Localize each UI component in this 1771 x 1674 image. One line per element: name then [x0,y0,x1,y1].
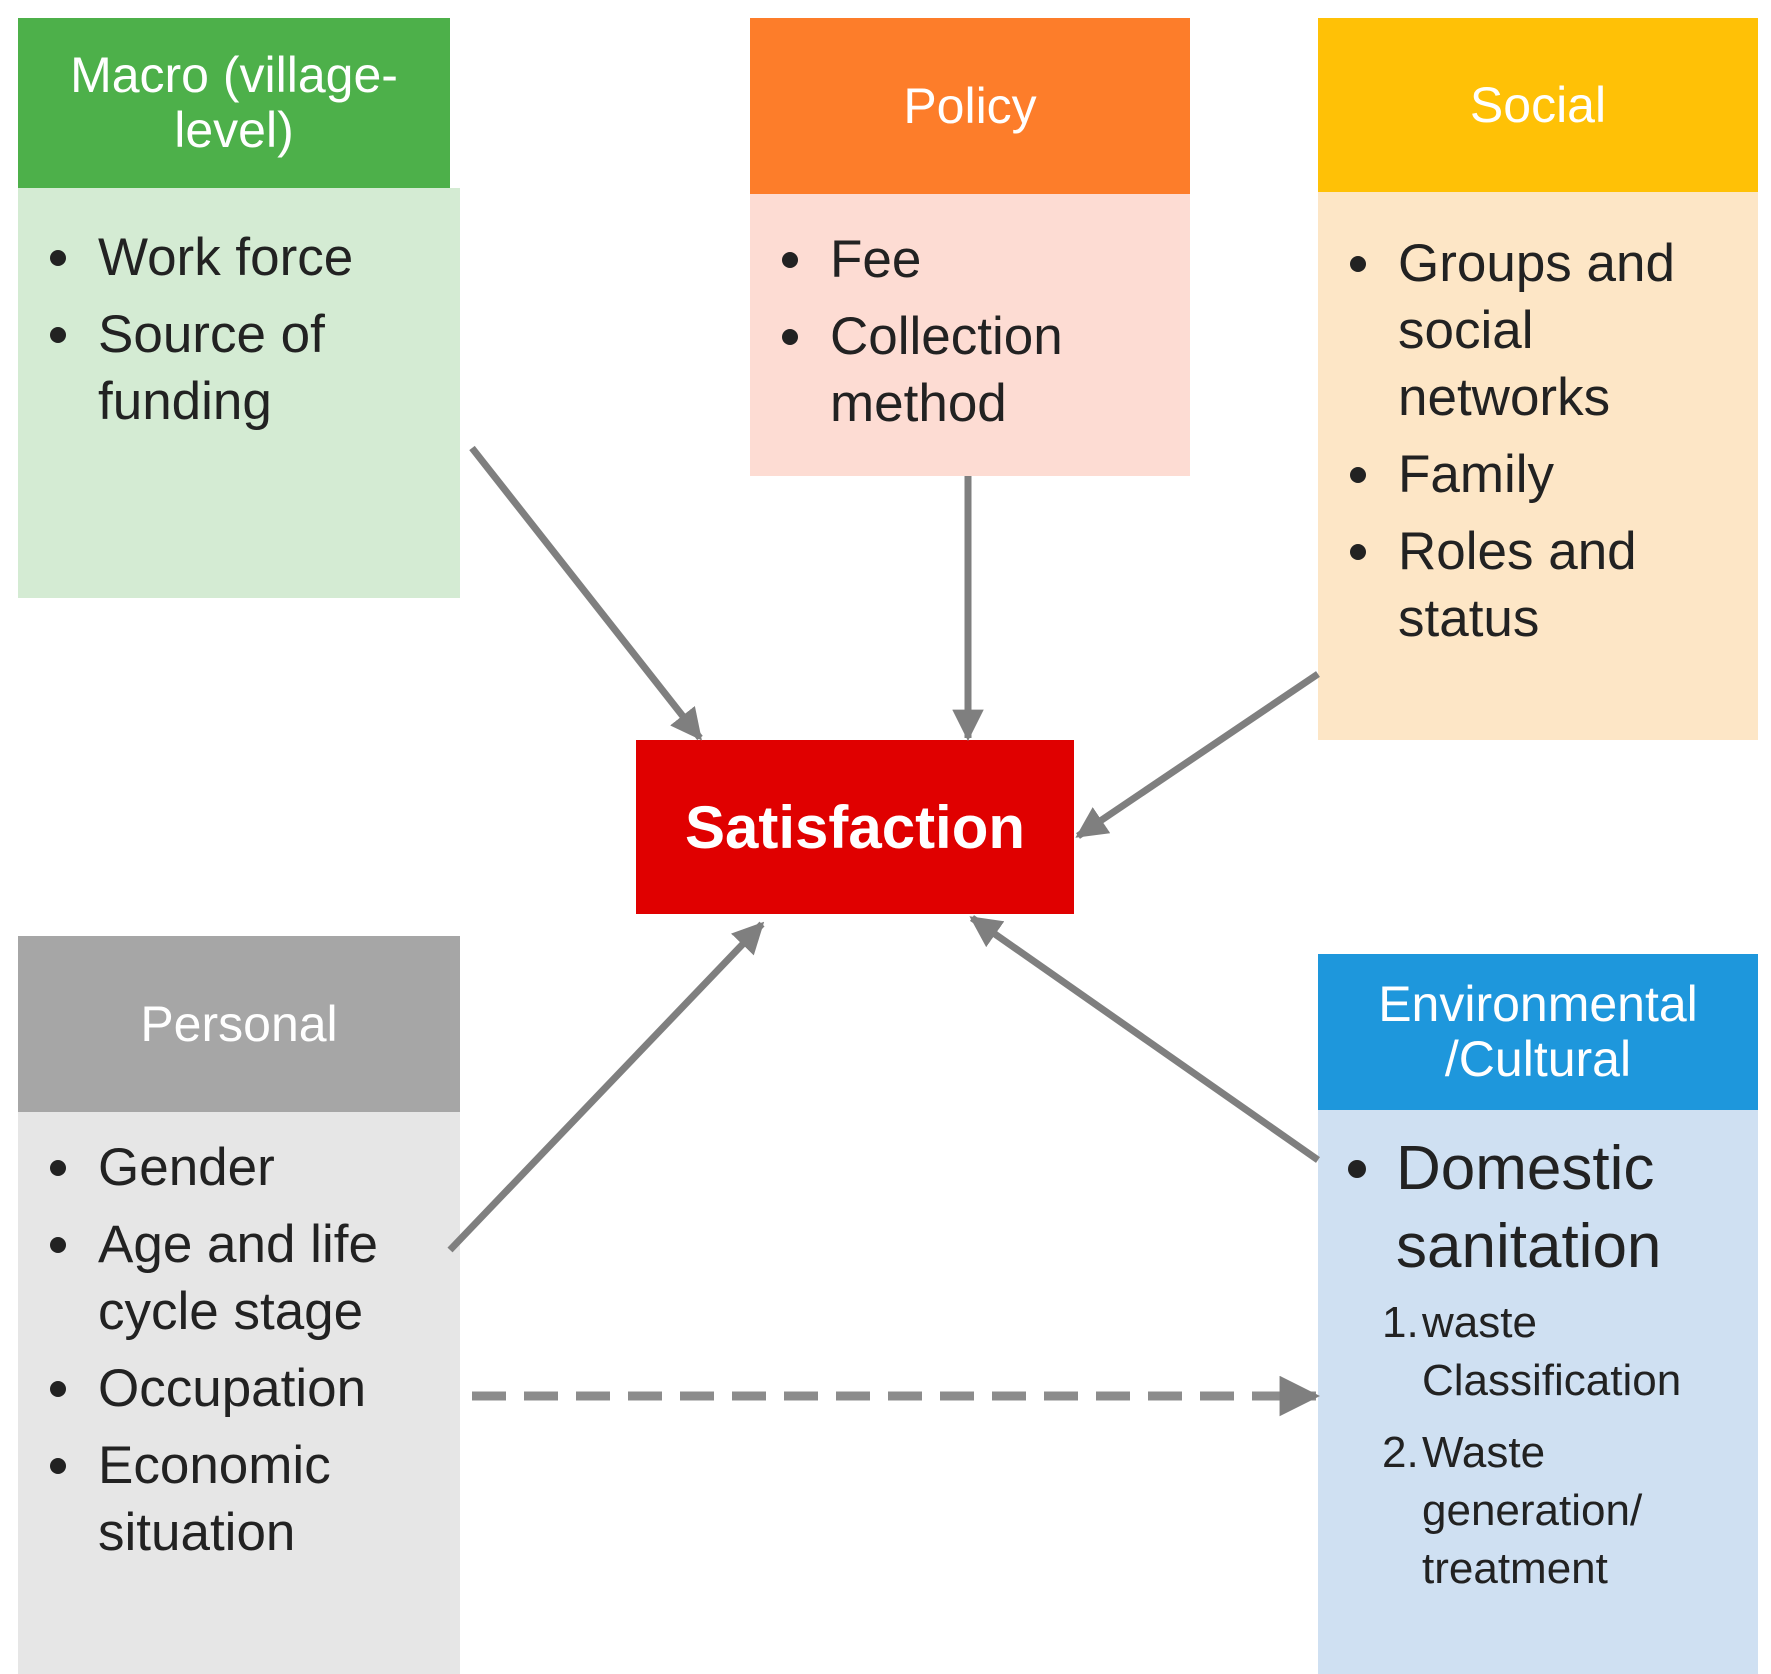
social-factor-box: Social Groups and social networks Family… [1318,18,1758,740]
list-item: Family [1318,441,1758,508]
macro-factor-box: Macro (village-level) Work force Source … [18,18,460,598]
list-item: Age and life cycle stage [18,1211,460,1345]
satisfaction-box: Satisfaction [636,740,1074,914]
macro-header: Macro (village-level) [18,18,450,188]
personal-to-satisfaction-arrow [447,921,765,1253]
list-item: Source of funding [18,301,460,435]
policy-header: Policy [750,18,1190,194]
list-item: Roles and status [1318,518,1758,652]
list-item: Groups and social networks [1318,230,1758,431]
list-item: 1.waste Classification [1382,1298,1682,1405]
list-item: 2.Waste generation/ treatment [1382,1428,1643,1593]
personal-factor-box: Personal Gender Age and life cycle stage… [18,936,460,1674]
list-item: Work force [18,224,460,291]
environmental-factor-box: Environmental /Cultural Domestic sanitat… [1318,954,1758,1674]
social-header: Social [1318,18,1758,192]
bullet-icon [1348,1160,1366,1178]
list-item: Domestic sanitation [1318,1130,1758,1286]
environmental-header: Environmental /Cultural [1318,954,1758,1110]
social-body: Groups and social networks Family Roles … [1318,192,1758,740]
personal-header: Personal [18,936,460,1112]
macro-title: Macro (village-level) [70,47,398,158]
personal-body: Gender Age and life cycle stage Occupati… [18,1112,460,1674]
list-item: Fee [750,226,1190,293]
personal-list: Gender Age and life cycle stage Occupati… [18,1134,460,1566]
environmental-body: Domestic sanitation 1.waste Classificati… [1318,1110,1758,1674]
macro-to-satisfaction-arrow [469,445,703,741]
list-item: Collection method [750,303,1190,437]
social-list: Groups and social networks Family Roles … [1318,230,1758,652]
social-title: Social [1469,76,1607,133]
policy-body: Fee Collection method [750,194,1190,476]
environmental-sublist: 1.waste Classification 2.Waste generatio… [1318,1294,1758,1598]
social-to-satisfaction-arrow [1075,671,1320,839]
policy-title: Policy [903,77,1037,134]
policy-list: Fee Collection method [750,226,1190,437]
environmental-item: Domestic sanitation [1396,1134,1662,1281]
environmental-title: Environmental /Cultural [1378,976,1698,1087]
list-item: Economic situation [18,1432,460,1566]
macro-list: Work force Source of funding [18,224,460,435]
environmental-to-satisfaction-arrow [969,915,1321,1163]
personal-title: Personal [140,995,338,1052]
satisfaction-label: Satisfaction [684,793,1026,861]
list-item: Occupation [18,1355,460,1422]
list-item: Gender [18,1134,460,1201]
macro-body: Work force Source of funding [18,188,460,598]
policy-factor-box: Policy Fee Collection method [750,18,1190,476]
